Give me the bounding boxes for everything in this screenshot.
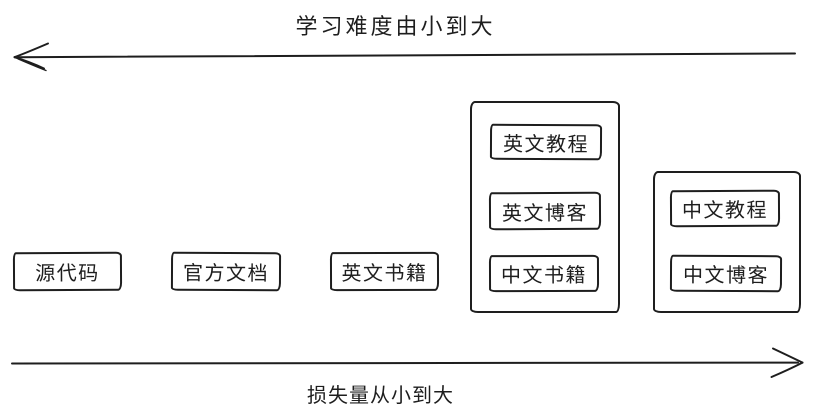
right-arrow-icon (11, 347, 804, 378)
item-label: 源代码 (35, 260, 100, 286)
item-label: 中文教程 (681, 197, 769, 223)
item-label: 中文博客 (682, 262, 770, 288)
item-box-chinese-blogs: 中文博客 (669, 254, 783, 293)
group-box-chinese-resources: 中文教程 中文博客 (653, 171, 801, 313)
item-box-chinese-tutorials: 中文教程 (669, 189, 781, 228)
top-axis-label: 学习难度由小到大 (295, 15, 496, 40)
item-box-official-docs: 官方文档 (170, 251, 282, 292)
bottom-axis-label: 损失量从小到大 (307, 383, 454, 407)
item-label: 英文博客 (501, 200, 589, 225)
item-box-english-blogs: 英文博客 (488, 191, 602, 231)
item-label: 官方文档 (182, 260, 270, 286)
item-box-source-code: 源代码 (12, 251, 123, 292)
item-label: 中文书籍 (500, 262, 588, 288)
left-arrow-icon (13, 42, 796, 72)
item-label: 英文书籍 (341, 260, 428, 286)
item-box-english-books: 英文书籍 (329, 251, 440, 292)
group-box-english-resources: 英文教程 英文博客 中文书籍 (470, 101, 620, 313)
item-box-chinese-books: 中文书籍 (488, 254, 600, 293)
item-label: 英文教程 (502, 131, 590, 156)
item-box-english-tutorials: 英文教程 (489, 123, 603, 161)
